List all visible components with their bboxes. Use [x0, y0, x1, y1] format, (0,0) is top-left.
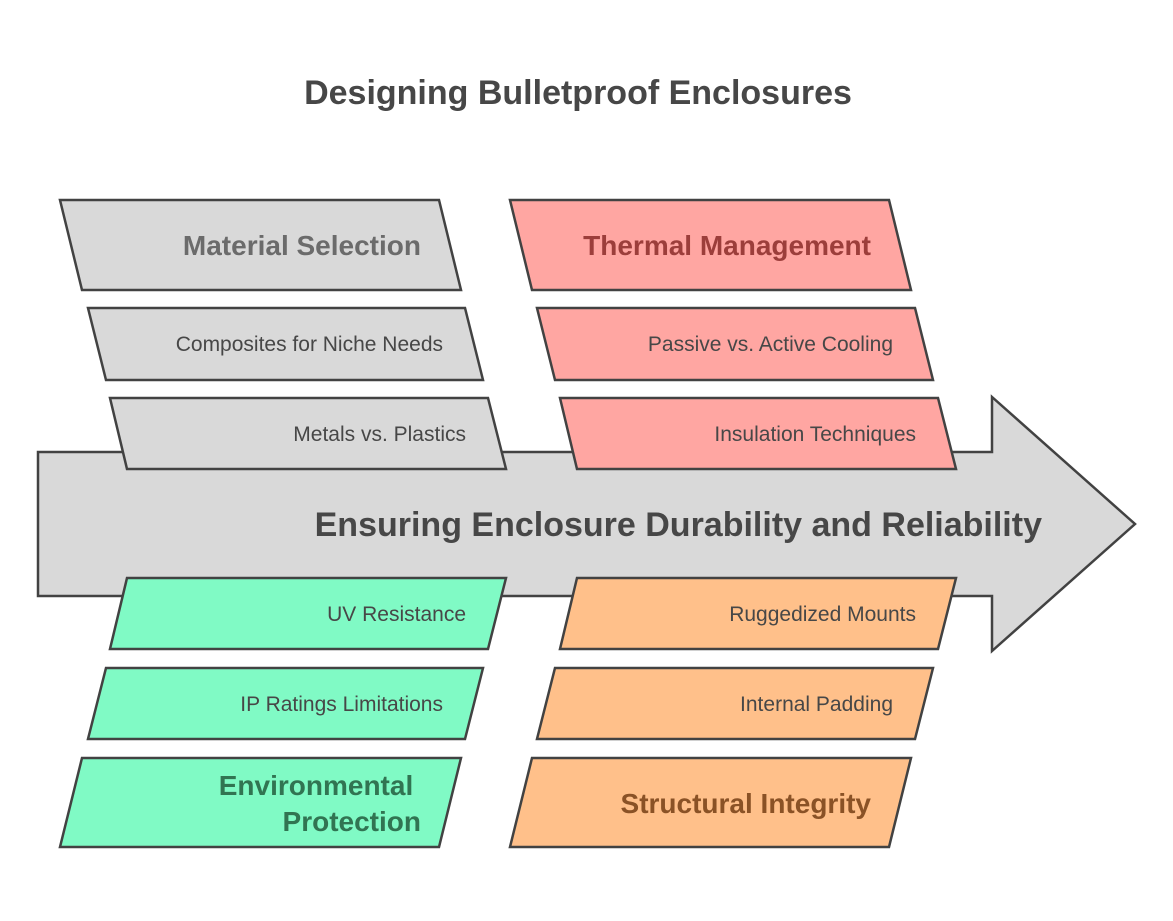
item-passive-active-cooling-label: Passive vs. Active Cooling [648, 333, 893, 356]
item-ip-ratings-box [86, 666, 485, 741]
item-metals-plastics-box [108, 396, 508, 471]
item-internal-padding-box [535, 666, 935, 741]
item-ruggedized-mounts-box [558, 576, 958, 651]
item-insulation-techniques-label: Insulation Techniques [714, 423, 916, 446]
item-metals-plastics-label: Metals vs. Plastics [293, 423, 466, 446]
item-composites-label: Composites for Niche Needs [176, 333, 443, 356]
category-material-selection-label: Material Selection [183, 230, 421, 261]
category-structural-integrity-box [508, 756, 913, 849]
category-structural-integrity-label: Structural Integrity [621, 788, 872, 819]
item-uv-resistance-label: UV Resistance [327, 603, 466, 626]
category-thermal-management-label: Thermal Management [583, 230, 871, 261]
category-material-selection: Material Selection Composites for Niche … [58, 198, 508, 471]
item-composites-box [86, 306, 485, 382]
label-line: Structural Integrity [621, 788, 872, 819]
diagram-title: Designing Bulletproof Enclosures [304, 74, 852, 112]
item-passive-active-cooling-box [535, 306, 935, 382]
category-environmental-protection-label: Environmental Protection [219, 770, 421, 837]
label-line: Protection [283, 806, 421, 837]
item-ip-ratings-label: IP Ratings Limitations [240, 693, 443, 716]
label-line: Material Selection [183, 230, 421, 261]
label-line: Thermal Management [583, 230, 871, 261]
item-insulation-techniques-box [558, 396, 958, 471]
item-ruggedized-mounts-label: Ruggedized Mounts [729, 603, 916, 626]
category-environmental-protection-box [58, 756, 463, 849]
spine-label: Ensuring Enclosure Durability and Reliab… [315, 506, 1042, 544]
label-line: Environmental [219, 770, 413, 801]
item-uv-resistance-box [108, 576, 508, 651]
category-environmental-protection: UV Resistance IP Ratings Limitations Env… [58, 576, 508, 849]
category-thermal-management-box [508, 198, 913, 292]
category-structural-integrity: Ruggedized Mounts Internal Padding Struc… [508, 576, 958, 849]
item-internal-padding-label: Internal Padding [740, 693, 893, 716]
category-material-selection-box [58, 198, 463, 292]
category-thermal-management: Thermal Management Passive vs. Active Co… [508, 198, 958, 471]
